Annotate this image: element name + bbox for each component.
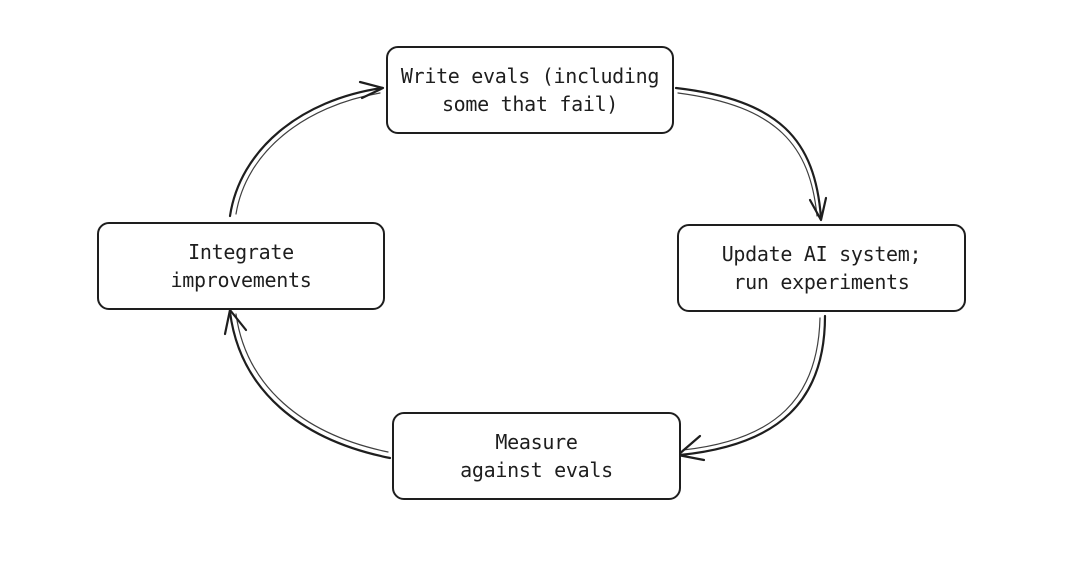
arrow-write-to-update bbox=[674, 86, 828, 222]
arrow-update-to-measure bbox=[676, 314, 827, 462]
arrow-integrate-to-write bbox=[228, 80, 385, 218]
node-measure-against-evals: Measure against evals bbox=[392, 412, 681, 500]
node-measure-against-evals-label: Measure against evals bbox=[460, 430, 613, 482]
node-integrate-improvements-label: Integrate improvements bbox=[170, 240, 312, 292]
node-write-evals-label: Write evals (including some that fail) bbox=[400, 64, 660, 116]
node-integrate-improvements: Integrate improvements bbox=[97, 222, 385, 310]
node-write-evals: Write evals (including some that fail) bbox=[386, 46, 674, 134]
arrow-measure-to-integrate bbox=[223, 308, 392, 460]
node-update-ai-system-label: Update AI system; run experiments bbox=[721, 242, 922, 294]
node-update-ai-system: Update AI system; run experiments bbox=[677, 224, 966, 312]
